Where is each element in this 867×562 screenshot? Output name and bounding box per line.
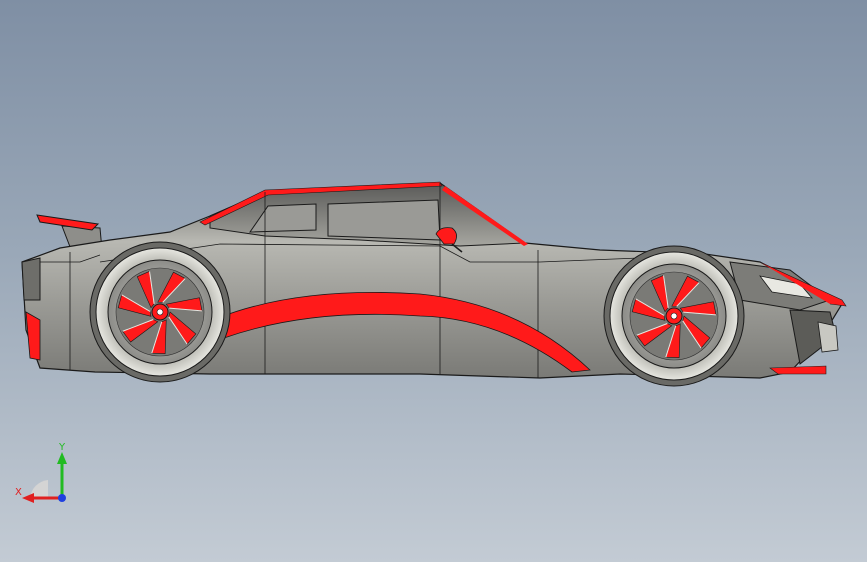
triad-plane: [30, 480, 48, 498]
wheel-spoke-highlight: [665, 325, 677, 358]
side-stripe: [217, 292, 591, 373]
wheel-spoke-highlight: [162, 278, 186, 303]
front-wheel: [603, 245, 745, 387]
coordinate-triad: Y X: [15, 442, 67, 503]
wheel-spoke-highlight: [635, 298, 665, 316]
wheel-spoke-highlight: [151, 321, 163, 354]
wheel-spoke-highlight: [682, 320, 702, 349]
y-axis-arrow: [57, 452, 67, 464]
wheel-spoke-highlight: [636, 323, 668, 336]
x-axis-label: X: [15, 487, 22, 498]
wheel-spoke-highlight: [149, 271, 155, 304]
wheel-spoke-highlight: [121, 294, 151, 312]
wheel-spoke-highlight: [663, 275, 669, 308]
y-axis-label: Y: [58, 442, 66, 453]
wheel-spoke-highlight: [168, 316, 188, 345]
wheel-spoke-highlight: [676, 282, 700, 307]
z-axis-dot: [58, 494, 66, 502]
x-axis-arrow: [22, 493, 34, 503]
wheel-spoke-highlight: [169, 307, 203, 312]
wheel-spoke-highlight: [122, 319, 154, 332]
wheel-spoke-highlight: [683, 311, 717, 316]
rear-wheel: [89, 241, 231, 383]
